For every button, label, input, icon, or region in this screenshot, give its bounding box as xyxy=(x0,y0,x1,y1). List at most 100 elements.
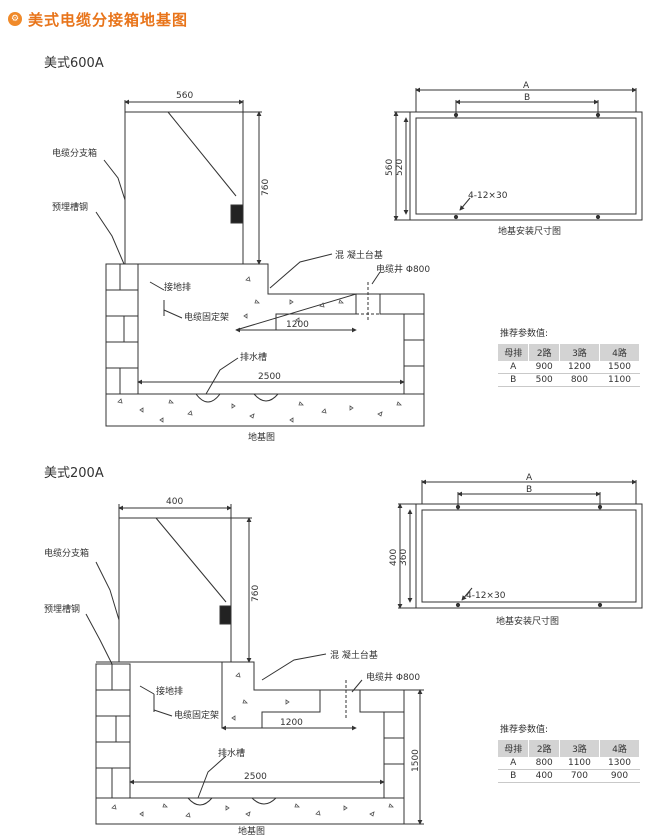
cabinet-diagonal xyxy=(167,111,237,197)
label-dim-2500: 2500 xyxy=(258,372,281,382)
drain-groove xyxy=(187,797,213,806)
table-cell: 800 xyxy=(528,757,560,770)
table-cell: 1100 xyxy=(559,757,600,770)
label-dim-1200: 1200 xyxy=(286,320,309,330)
label-dim-inner: 360 xyxy=(399,549,409,566)
label-dim-width: 560 xyxy=(176,91,193,101)
label-embedded-steel: 预埋槽钢 xyxy=(44,603,80,615)
page-header: ⚙ 美式电缆分接箱地基图 xyxy=(8,8,188,30)
table-caption: 推荐参数值: xyxy=(500,329,549,339)
table-cell: 500 xyxy=(528,373,560,387)
table-header: 3路 xyxy=(559,740,600,757)
table-header: 2路 xyxy=(528,344,560,361)
param-table-200a: 母排 2路 3路 4路 A 800 1100 1300 B 400 700 90… xyxy=(498,740,641,783)
label-dim-depth: 1500 xyxy=(411,749,421,772)
drain-groove xyxy=(195,393,221,403)
leader-well xyxy=(351,679,363,693)
label-embedded-steel: 预埋槽钢 xyxy=(52,201,88,213)
base-slab xyxy=(95,797,405,825)
label-front-caption: 地基图 xyxy=(248,431,275,443)
table-cell: A xyxy=(498,361,530,374)
leader-box xyxy=(103,159,126,201)
plan-outer-rect xyxy=(415,503,643,609)
label-holes: 4-12×30 xyxy=(468,191,508,201)
brick-wall-left xyxy=(95,663,131,799)
mounting-holes xyxy=(453,112,601,220)
table-cell: 700 xyxy=(559,769,600,783)
brick-wall-left xyxy=(105,263,139,395)
table-header: 4路 xyxy=(599,740,641,757)
table-header: 母排 xyxy=(498,344,530,361)
table-cell: 900 xyxy=(599,769,641,783)
leader-steel xyxy=(95,211,125,265)
label-b: B xyxy=(524,93,530,103)
section-title-600a: 美式600A xyxy=(44,56,104,71)
brick-wall-right xyxy=(383,711,405,799)
plan-inner-rect xyxy=(415,117,637,215)
label-drain: 排水槽 xyxy=(240,351,267,363)
front-view-600a xyxy=(95,99,425,427)
label-drain: 排水槽 xyxy=(218,747,245,759)
table-header-row: 母排 2路 3路 4路 xyxy=(498,740,641,757)
plan-inner-rect xyxy=(421,509,637,603)
cabinet-handle xyxy=(230,204,244,224)
base-slab xyxy=(105,393,425,427)
label-ground-bar: 接地排 xyxy=(164,281,191,293)
table-row: A 800 1100 1300 xyxy=(498,757,641,770)
label-plan-caption: 地基安装尺寸图 xyxy=(498,225,561,237)
cabinet-outline xyxy=(118,517,232,663)
label-b: B xyxy=(526,485,532,495)
table-cell: 1200 xyxy=(559,361,600,374)
leader-steel xyxy=(85,613,113,665)
table-row: B 500 800 1100 xyxy=(498,373,641,387)
label-cable-box: 电缆分支箱 xyxy=(44,547,89,559)
label-plan-caption: 地基安装尺寸图 xyxy=(496,615,559,627)
table-cell: 1300 xyxy=(599,757,641,770)
label-front-caption: 地基图 xyxy=(238,825,265,837)
table-row: B 400 700 900 xyxy=(498,769,641,783)
concrete-plinth xyxy=(235,263,425,331)
label-dim-inner: 520 xyxy=(395,159,405,176)
label-dim-width: 400 xyxy=(166,497,183,507)
leader-holes xyxy=(459,197,471,211)
table-cell: A xyxy=(498,757,530,770)
plan-view-600a xyxy=(393,87,643,221)
leader-concrete xyxy=(261,653,327,681)
mounting-holes xyxy=(455,504,603,608)
label-holes: 4-12×30 xyxy=(466,591,506,601)
table-cell: 1500 xyxy=(599,361,641,374)
section-title-200a: 美式200A xyxy=(44,466,104,481)
plan-view-200a xyxy=(397,479,643,609)
table-cell: B xyxy=(498,769,530,783)
label-concrete-base: 混 凝土台基 xyxy=(335,249,383,261)
leader-drain xyxy=(205,357,239,395)
table-caption: 推荐参数值: xyxy=(500,725,549,735)
table-header: 2路 xyxy=(528,740,560,757)
plan-view-200a-labels: A B 400 360 4-12×30 地基安装尺寸图 xyxy=(389,473,559,627)
front-view-200a-labels: 400 760 电缆分支箱 预埋槽钢 混 凝土台基 电缆井 Φ800 接地排 电… xyxy=(44,497,421,837)
cabinet-handle xyxy=(219,605,232,625)
table-row: A 900 1200 1500 xyxy=(498,361,641,374)
param-table-600a: 母排 2路 3路 4路 A 900 1200 1500 B 500 800 11… xyxy=(498,344,641,387)
table-header-row: 母排 2路 3路 4路 xyxy=(498,344,641,361)
label-concrete-base: 混 凝土台基 xyxy=(330,649,378,661)
label-cable-box: 电缆分支箱 xyxy=(52,147,97,159)
leader-holes xyxy=(461,587,473,601)
label-cable-frame: 电缆固定架 xyxy=(184,311,229,323)
table-cell: B xyxy=(498,373,530,387)
leader-well xyxy=(371,271,381,285)
leader-concrete xyxy=(269,253,333,289)
cabinet-diagonal xyxy=(155,517,227,603)
table-header: 3路 xyxy=(559,344,600,361)
label-dim-height: 760 xyxy=(261,179,271,196)
cabinet-outline xyxy=(124,111,244,265)
table-cell: 1100 xyxy=(599,373,641,387)
label-a: A xyxy=(523,81,530,91)
brick-wall-right xyxy=(403,313,425,395)
label-dim-2500: 2500 xyxy=(244,772,267,782)
front-view-200a xyxy=(85,504,424,825)
leader-drain xyxy=(197,755,227,799)
table-cell: 900 xyxy=(528,361,560,374)
label-dim-outer: 400 xyxy=(389,549,399,566)
